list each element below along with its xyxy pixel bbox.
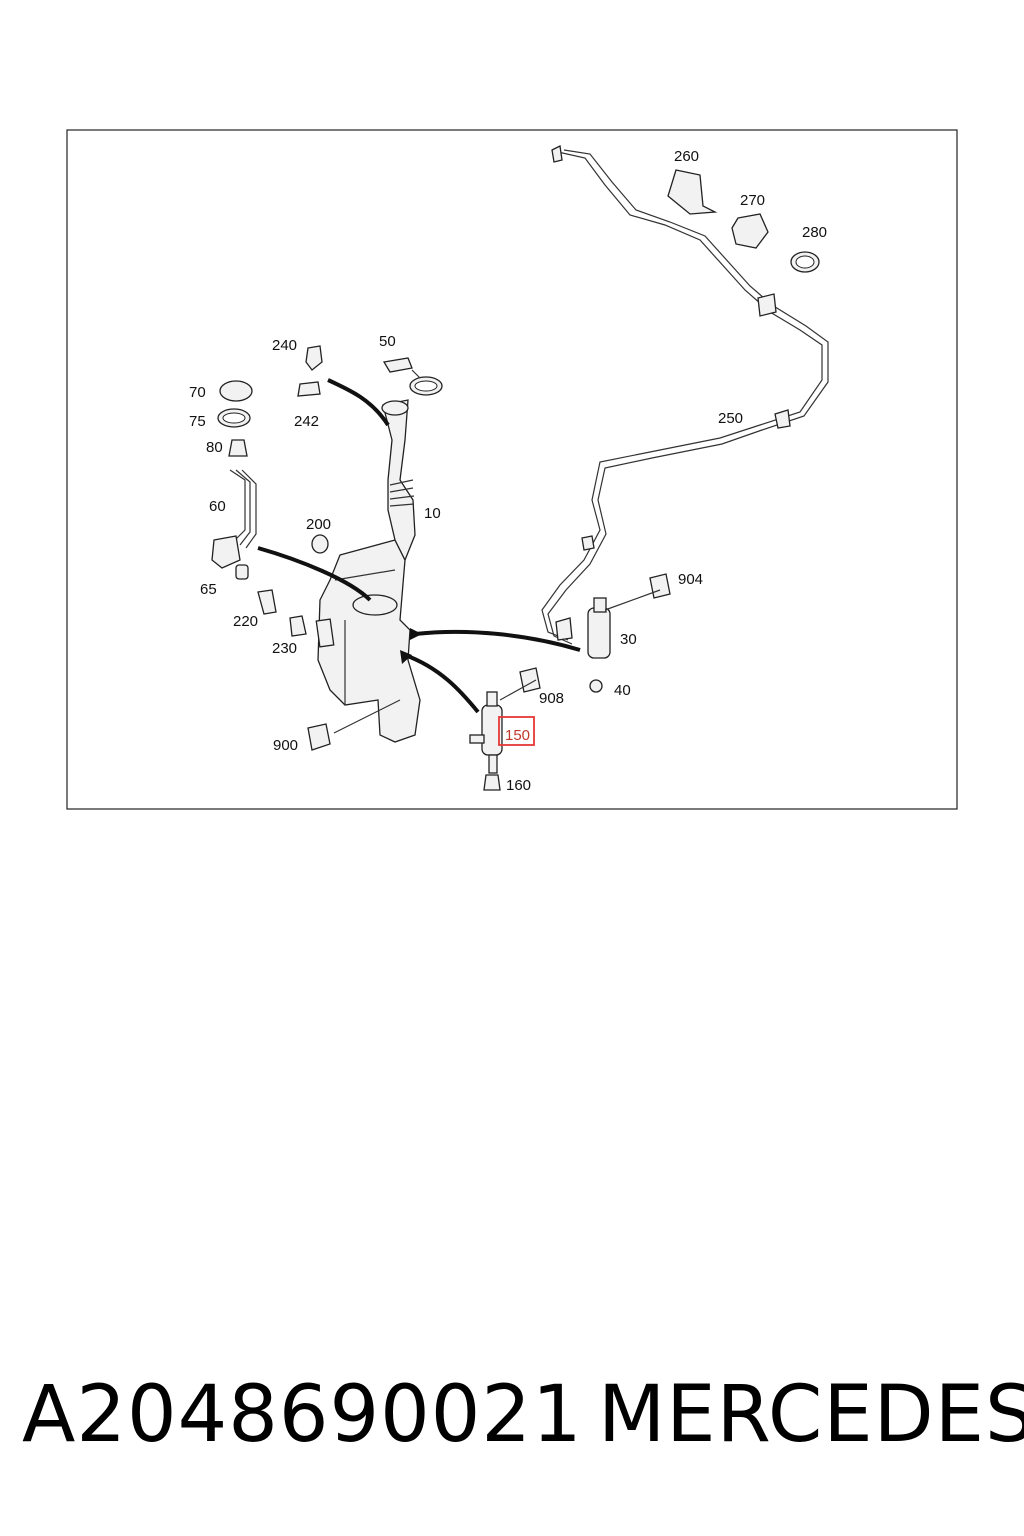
label-50: 50 — [379, 333, 396, 350]
label-260: 260 — [674, 148, 699, 165]
tank-cap — [352, 594, 398, 616]
filler-neck — [381, 399, 416, 562]
label-240: 240 — [272, 337, 297, 354]
label-150[interactable]: 150 — [505, 727, 530, 744]
label-242: 242 — [294, 413, 319, 430]
washer-pump-30 — [587, 597, 611, 693]
arrows — [257, 378, 581, 714]
brand-name: MERCEDES — [598, 1370, 1024, 1460]
part-number: A2048690021 — [22, 1370, 583, 1460]
wiring-harness — [541, 145, 829, 645]
label-30: 30 — [620, 631, 637, 648]
label-230: 230 — [272, 640, 297, 657]
label-250: 250 — [718, 410, 743, 427]
label-40: 40 — [614, 682, 631, 699]
parts-diagram: 10 30 40 50 60 65 70 75 80 150 160 200 2… — [66, 129, 958, 810]
highlight-box-150[interactable] — [498, 716, 535, 746]
label-80: 80 — [206, 439, 223, 456]
label-160: 160 — [506, 777, 531, 794]
label-900: 900 — [273, 737, 298, 754]
label-904: 904 — [678, 571, 703, 588]
washer-pump-150 — [469, 691, 503, 791]
label-70: 70 — [189, 384, 206, 401]
label-60: 60 — [209, 498, 226, 515]
label-10: 10 — [424, 505, 441, 522]
label-908: 908 — [539, 690, 564, 707]
diagram-frame — [66, 129, 958, 810]
label-270: 270 — [740, 192, 765, 209]
small-parts-left — [211, 345, 671, 751]
clips-top-right — [667, 169, 820, 273]
label-220: 220 — [233, 613, 258, 630]
label-75: 75 — [189, 413, 206, 430]
label-200: 200 — [306, 516, 331, 533]
label-65: 65 — [200, 581, 217, 598]
leader-lines — [333, 369, 661, 734]
part-labels: 10 30 40 50 60 65 70 75 80 150 160 200 2… — [189, 148, 827, 794]
label-280: 280 — [802, 224, 827, 241]
washer-reservoir — [315, 539, 421, 743]
footer: A2048690021 MERCEDES — [0, 1370, 1024, 1480]
